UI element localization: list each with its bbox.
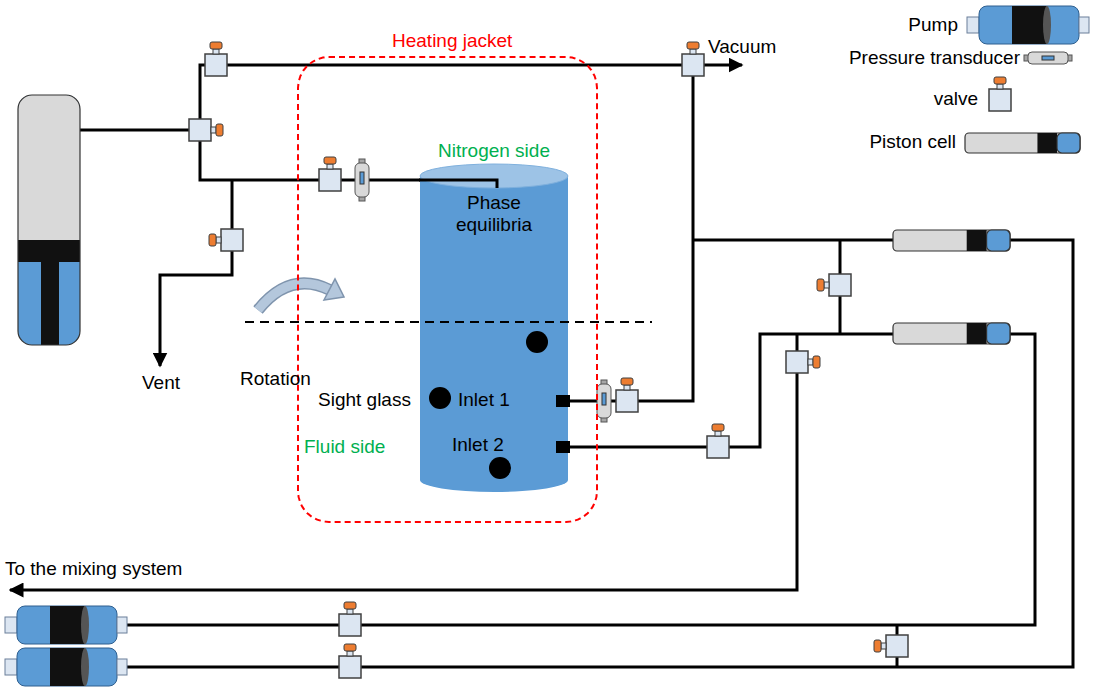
node-heading: Heating jacket: [392, 30, 512, 52]
piston-cell-symbol: [893, 230, 1010, 251]
pipe-line: [570, 65, 693, 401]
nitrogen-inlet-pipe: [419, 180, 497, 188]
pressure-transducer-symbol: [355, 159, 369, 201]
inlet-port-symbol: [556, 395, 570, 407]
outlet-label: Vent: [142, 372, 180, 394]
valve-symbol: [817, 274, 851, 296]
pipe-line: [127, 240, 1073, 667]
pressure-transducer-symbol: [1024, 52, 1072, 64]
valve-symbol: [682, 42, 704, 76]
valve-symbol: [874, 635, 908, 657]
piston-cell-symbol: [965, 133, 1080, 153]
region-label: Fluid side: [304, 436, 385, 458]
sight-glass-symbol: [429, 387, 451, 409]
legend-text: Pressure transducer: [849, 47, 1020, 69]
valve-symbol: [319, 157, 341, 191]
pipe-line: [200, 130, 421, 180]
pump-symbol: [5, 648, 127, 686]
node-text: Inlet 1: [458, 389, 510, 411]
pipe-line: [127, 334, 1035, 625]
pipe-line: [160, 180, 232, 366]
inlet-port-symbol: [556, 441, 570, 453]
valve-symbol: [786, 351, 820, 373]
valve-symbol: [989, 77, 1011, 111]
legend-text: valve: [934, 88, 978, 110]
phase-equilibria-vessel: Nitrogen sidePhase equilibriaInlet 1 Inle…: [420, 140, 568, 495]
valve-symbol: [616, 378, 638, 412]
symbols: [5, 6, 1089, 686]
node-heading: Nitrogen side: [420, 140, 568, 162]
piston-cell-symbol: [893, 323, 1010, 344]
piston-cell-symbol: [18, 95, 80, 345]
node-text: Inlet 2: [452, 434, 504, 456]
valve-symbol: [707, 424, 729, 458]
legend-text: Piston cell: [869, 131, 956, 153]
valve-symbol: [339, 644, 361, 678]
outlet-label: Vacuum: [708, 36, 776, 58]
pipe-line: [570, 334, 893, 447]
pump-symbol: [5, 606, 127, 644]
sight-glass-symbol: [489, 457, 511, 479]
node-text: Phase equilibria: [434, 192, 554, 236]
pressure-transducer-symbol: [597, 380, 611, 422]
pipe-line: [10, 334, 797, 590]
valve-symbol: [209, 229, 243, 251]
part-label: Sight glass: [318, 389, 411, 411]
rotation-arrow: [258, 279, 344, 310]
pump-symbol: [967, 6, 1089, 44]
pipe-line: [200, 65, 742, 130]
valve-symbol: [189, 119, 223, 141]
valve-symbol: [205, 42, 227, 76]
outlet-label: To the mixing system: [5, 558, 182, 580]
rotation-axis-line: [245, 321, 652, 323]
valve-symbol: [339, 602, 361, 636]
sight-glass-symbol: [526, 331, 548, 353]
legend-text: Pump: [908, 14, 958, 36]
pipe-line: [80, 129, 200, 132]
pipe-line: [693, 239, 893, 242]
motion-label: Rotation: [240, 368, 311, 390]
